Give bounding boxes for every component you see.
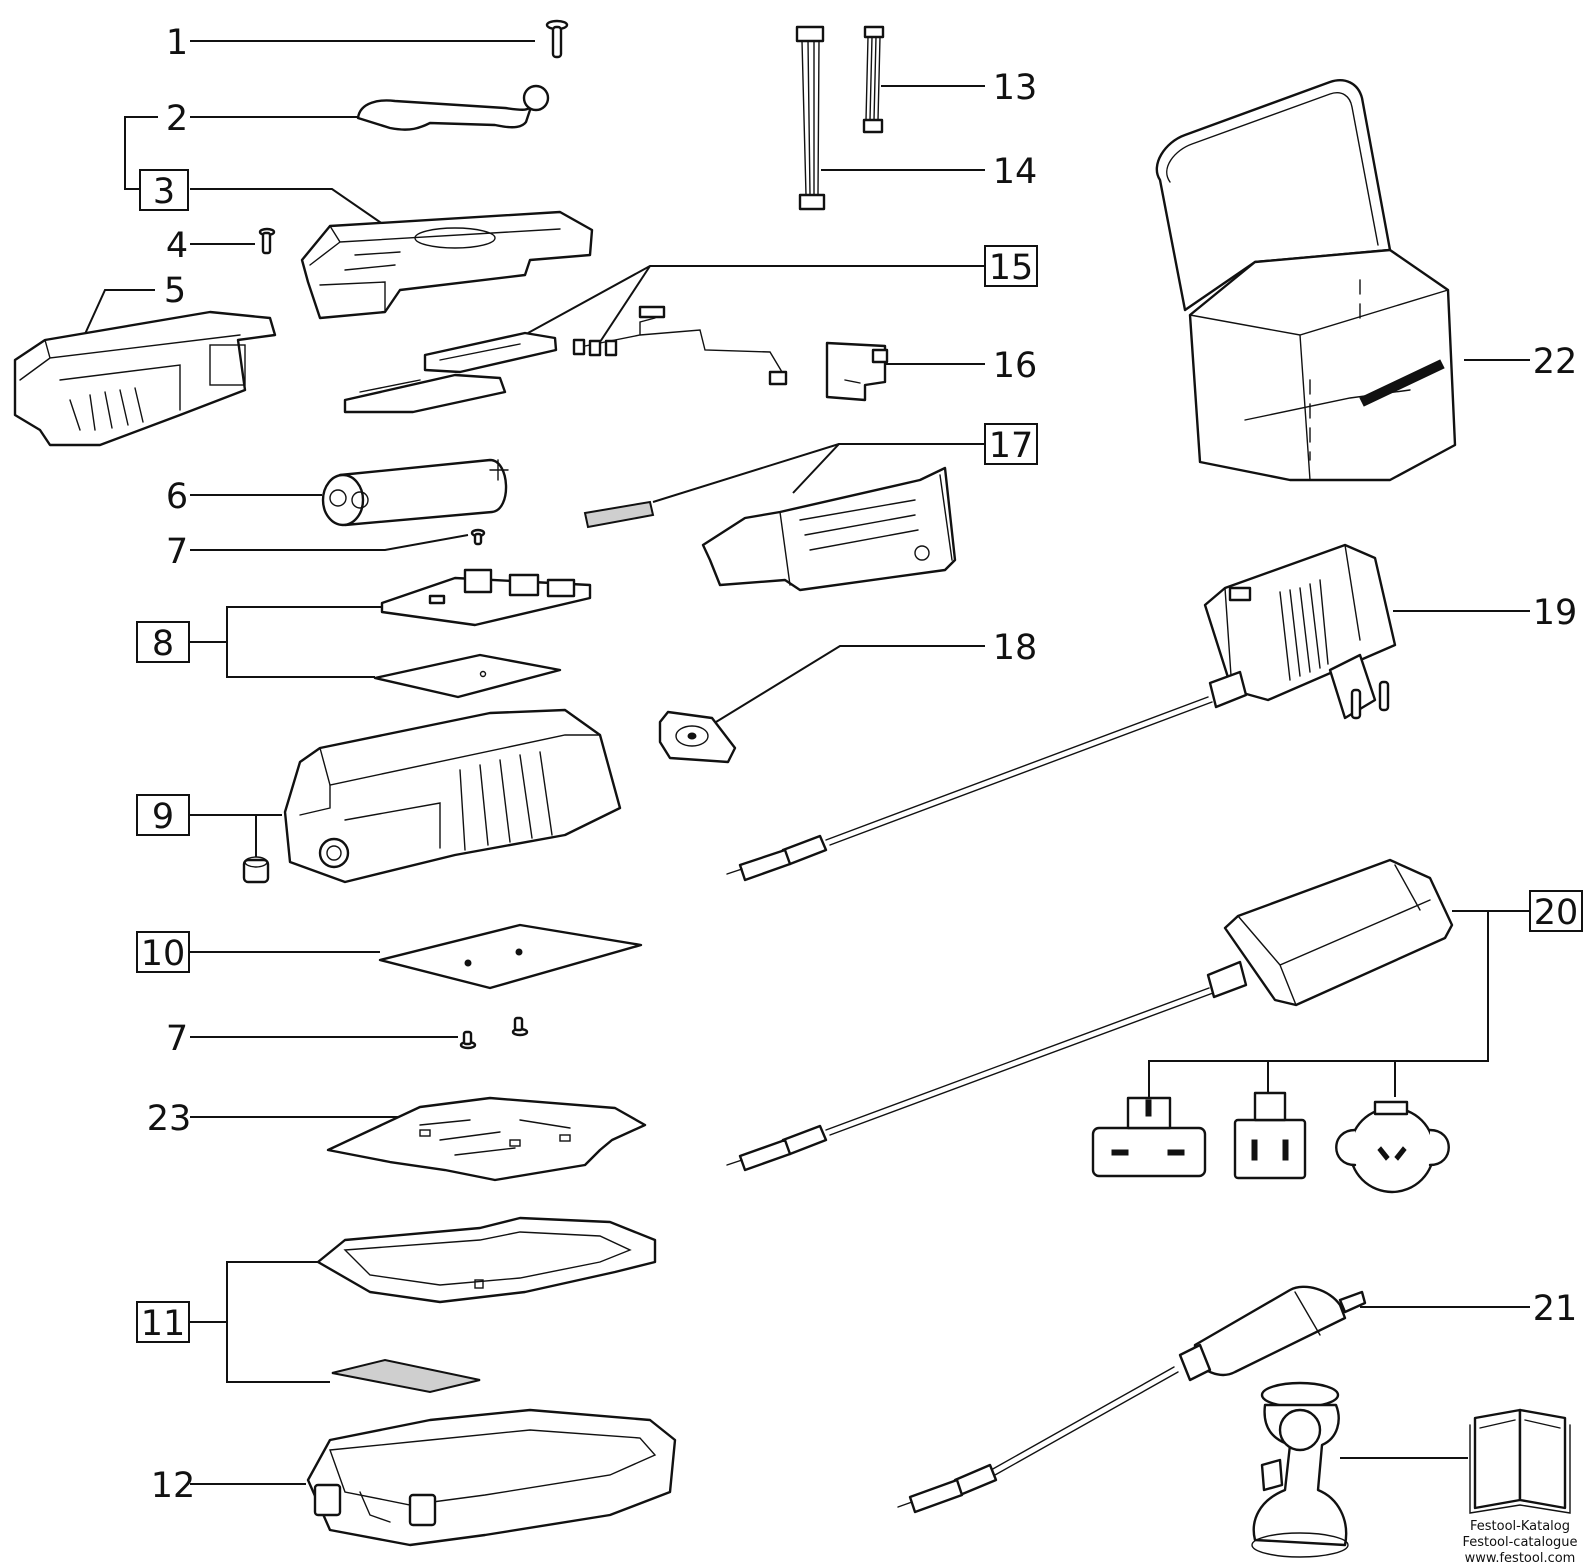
part-4-screw xyxy=(258,227,276,255)
part-8-pcb xyxy=(380,568,592,627)
part-21-car-adapter xyxy=(897,1285,1367,1514)
label-1: 1 xyxy=(166,23,188,63)
label-13: 13 xyxy=(993,68,1038,108)
label-5: 5 xyxy=(164,271,186,311)
part-11-strip xyxy=(331,1358,481,1394)
label-11: 11 xyxy=(141,1304,186,1344)
label-17: 17 xyxy=(989,426,1034,466)
label-3-frame xyxy=(139,169,189,211)
label-7-upper: 7 xyxy=(166,532,188,572)
label-18: 18 xyxy=(993,628,1038,668)
part-12-bottom-shell xyxy=(306,1408,677,1547)
part-9-foot xyxy=(242,856,270,884)
label-20-frame xyxy=(1529,890,1583,932)
part-labels: 1 2 3 4 5 6 7 8 9 10 7 23 11 12 13 14 15… xyxy=(136,23,1583,1506)
part-2-handle xyxy=(356,84,550,131)
label-23: 23 xyxy=(147,1099,192,1139)
part-1-screw xyxy=(545,19,569,59)
part-5-front-housing xyxy=(13,310,277,447)
catalog-text-1: Festool-Katalog xyxy=(1470,1519,1570,1534)
label-19: 19 xyxy=(1533,593,1578,633)
label-10: 10 xyxy=(141,934,186,974)
label-15-frame xyxy=(984,245,1038,287)
label-2: 2 xyxy=(166,99,188,139)
label-17-frame xyxy=(984,423,1038,465)
label-10-frame xyxy=(136,931,190,973)
leader-lines xyxy=(79,40,1530,1485)
part-18-button xyxy=(658,710,737,764)
part-6-battery xyxy=(321,458,509,527)
part-20-plug-au xyxy=(1335,1100,1450,1194)
part-13-cable xyxy=(862,25,885,134)
part-15-contacts xyxy=(343,305,788,414)
label-12: 12 xyxy=(151,1466,196,1506)
label-3: 3 xyxy=(153,172,175,212)
part-10-sheet xyxy=(378,923,643,990)
part-14-cable xyxy=(795,25,826,211)
label-8-frame xyxy=(136,621,190,663)
part-20-plug-uk xyxy=(1091,1096,1207,1178)
label-16: 16 xyxy=(993,346,1038,386)
catalog-text-3: www.festool.com xyxy=(1465,1551,1576,1563)
label-22: 22 xyxy=(1533,342,1578,382)
label-7-lower: 7 xyxy=(166,1019,188,1059)
catalog-book-icon xyxy=(1469,1408,1571,1514)
part-17-side-cover xyxy=(701,466,957,592)
part-3-top-cover xyxy=(300,210,594,320)
part-21-suction-mount xyxy=(1251,1381,1349,1558)
label-20: 20 xyxy=(1534,893,1579,933)
part-7-screws-lower xyxy=(459,1016,529,1050)
label-9: 9 xyxy=(152,797,174,837)
label-15: 15 xyxy=(989,248,1034,288)
part-19-power-adapter xyxy=(726,543,1397,882)
label-4: 4 xyxy=(166,226,188,266)
part-7-screw-upper xyxy=(470,528,486,546)
part-23-plate xyxy=(326,1096,647,1182)
part-22-case xyxy=(1155,79,1457,482)
label-11-frame xyxy=(136,1301,190,1343)
part-17-strip xyxy=(583,500,655,529)
part-20-plug-us xyxy=(1233,1091,1307,1180)
label-6: 6 xyxy=(166,477,188,517)
part-16-bracket xyxy=(825,341,889,402)
part-9-base-housing xyxy=(283,708,622,884)
part-8-sheet xyxy=(373,653,562,699)
label-8: 8 xyxy=(152,624,174,664)
catalog-text-2: Festool-catalogue xyxy=(1462,1535,1577,1550)
label-9-frame xyxy=(136,794,190,836)
part-11-frame xyxy=(316,1216,657,1304)
label-21: 21 xyxy=(1533,1289,1578,1329)
label-14: 14 xyxy=(993,152,1038,192)
part-20-power-adapter xyxy=(726,858,1454,1172)
